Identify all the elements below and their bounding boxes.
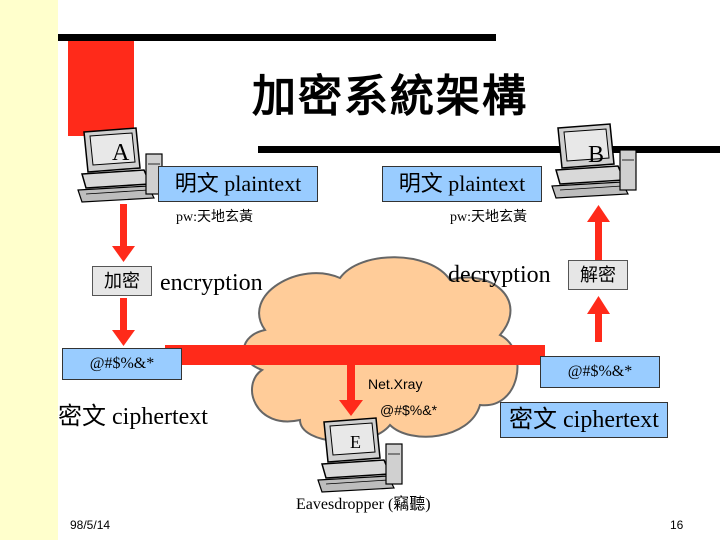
- netxray-symbols: @#$%&*: [380, 402, 438, 418]
- node-a-label: A: [112, 140, 130, 166]
- node-b-label: B: [588, 142, 604, 168]
- page-title: 加密系統架構: [252, 71, 528, 122]
- red-decor-square: [68, 40, 134, 136]
- decrypt-box: 解密: [568, 260, 628, 290]
- ciphertext-box-right: 密文 ciphertext: [500, 402, 668, 438]
- cipher-symbols-right: @#$%&*: [540, 356, 660, 388]
- footer-date: 98/5/14: [70, 518, 111, 532]
- decryption-label: decryption: [448, 262, 551, 288]
- left-decor-strip: [0, 0, 58, 540]
- title-rule-bottom: [258, 146, 720, 153]
- cipher-symbols-left: @#$%&*: [62, 348, 182, 380]
- plaintext-box-right: 明文 plaintext: [382, 166, 542, 202]
- password-right: pw:天地玄黃: [450, 210, 527, 225]
- netxray-label: Net.Xray: [368, 376, 423, 392]
- encryption-label: encryption: [160, 270, 263, 296]
- computer-icon-e: [317, 417, 403, 493]
- password-left: pw:天地玄黃: [176, 210, 253, 225]
- title-rule-top: [58, 34, 496, 41]
- node-e-label: E: [350, 432, 361, 452]
- arrows: [112, 204, 610, 416]
- encrypt-box: 加密: [92, 266, 152, 296]
- plaintext-box-left: 明文 plaintext: [158, 166, 318, 202]
- footer-page-number: 16: [670, 518, 684, 532]
- ciphertext-left: 密文 ciphertext: [58, 404, 208, 430]
- eavesdropper-label: Eavesdropper (竊聽): [296, 496, 431, 513]
